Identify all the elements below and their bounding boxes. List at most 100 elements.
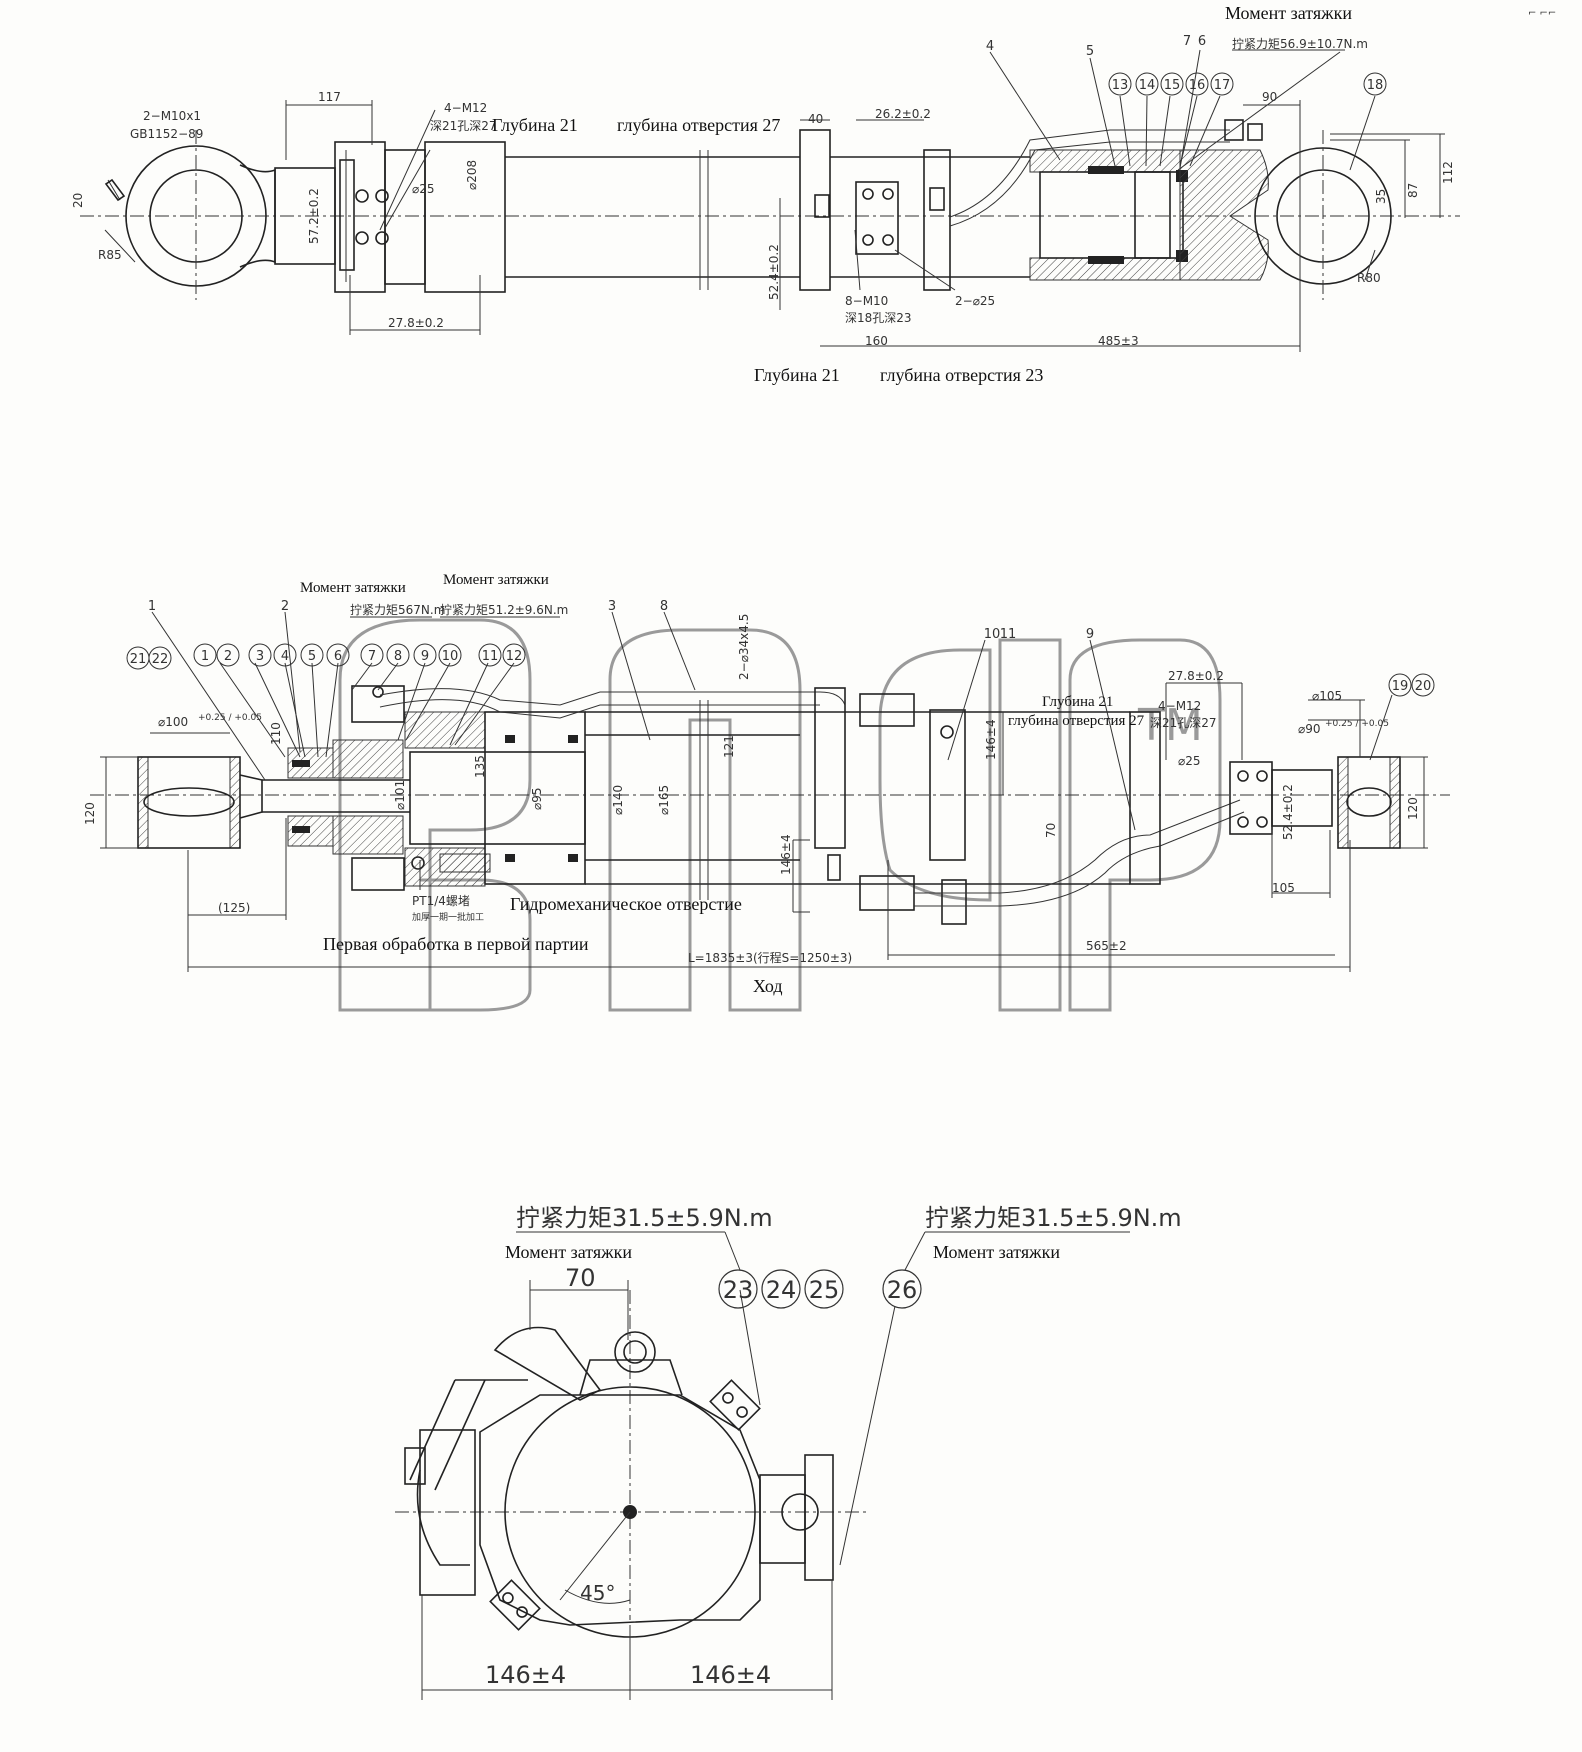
label-hole27-mid: глубина отверстия 27 [1008, 713, 1145, 729]
dim-565: 565±2 [1086, 939, 1127, 953]
dim-pt: PT1/4螺堵 [412, 894, 470, 908]
label-torque-top: Момент затяжки [1225, 3, 1352, 23]
watermark-tm: TM [1137, 700, 1203, 751]
dim-m10: 2−M10x1 [143, 109, 201, 123]
svg-text:12: 12 [506, 649, 523, 664]
dim-20: 20 [71, 193, 85, 208]
corner-mark: ⌐ ⌐⌐ [1528, 8, 1556, 19]
dim-torque-567: 拧紧力矩567N.m [350, 603, 445, 617]
label-torque-mid1: Момент затяжки [300, 580, 406, 596]
dim-m12-depth: 深21孔深27 [430, 119, 497, 133]
dim-27-8: 27.8±0.2 [388, 316, 444, 330]
bolt-group-top-left [339, 150, 389, 282]
bubble-3: 3 [248, 643, 272, 667]
dim-width-2: 146±4 [690, 1661, 771, 1689]
label-depth21-top2: Глубина 21 [754, 365, 840, 385]
svg-text:5: 5 [308, 649, 316, 664]
bubble-20: 20 [1411, 673, 1435, 697]
dim-d25: ⌀25 [412, 182, 435, 196]
dim-m10-b-depth: 深18孔深23 [845, 311, 912, 325]
leader-5: 5 [1086, 44, 1094, 59]
pipe-clamp-2 [923, 149, 951, 291]
dim-2x25: 2−⌀25 [955, 294, 995, 308]
leader-mid-1: 1 [148, 599, 156, 614]
dim-r85: R85 [98, 248, 122, 262]
dim-70-mid: 70 [1044, 823, 1058, 838]
svg-text:6: 6 [334, 649, 342, 664]
svg-text:11: 11 [482, 649, 499, 664]
bubble-5: 5 [300, 643, 324, 667]
dim-52-4: 52.4±0.2 [767, 244, 781, 300]
bubble-24: 24 [761, 1269, 801, 1309]
svg-text:16: 16 [1189, 78, 1206, 93]
label-depth21-top: Глубина 21 [492, 115, 578, 135]
dim-width-1: 146±4 [485, 1661, 566, 1689]
dim-pt2: 加厚一期一批加工 [412, 911, 484, 923]
dim-gb: GB1152−89 [130, 127, 203, 141]
dim-485: 485±3 [1098, 334, 1139, 348]
svg-text:21: 21 [130, 652, 147, 667]
leader-mid-11: 11 [1000, 627, 1017, 642]
dim-m12-mid: 4−M12 [1158, 699, 1201, 713]
leader-mid-10: 10 [984, 627, 1001, 642]
dim-d140: ⌀140 [611, 785, 625, 815]
bubble-25: 25 [804, 1269, 844, 1309]
dim-146-b: 146±4 [779, 834, 793, 875]
dim-40: 40 [808, 112, 823, 126]
watermark-logo: TM [338, 618, 1222, 1012]
bubble-2: 2 [216, 643, 240, 667]
bubble-21: 21 [126, 646, 150, 670]
svg-text:1: 1 [201, 649, 209, 664]
dim-torque-top: 拧紧力矩56.9±10.7N.m [1232, 37, 1368, 51]
block-top [855, 181, 899, 255]
dim-torque-bottom-b: 拧紧力矩31.5±5.9N.m [925, 1204, 1182, 1232]
svg-text:10: 10 [442, 649, 459, 664]
dim-d208: ⌀208 [465, 160, 479, 190]
dim-52-4-mid: 52.4±0.2 [1281, 784, 1295, 840]
svg-text:15: 15 [1164, 78, 1181, 93]
dim-125: (125) [218, 901, 250, 915]
svg-text:13: 13 [1112, 78, 1129, 93]
dim-120-right: 120 [1406, 797, 1420, 820]
dim-tol100: +0.25 / +0.05 [198, 713, 262, 723]
dim-d105: ⌀105 [1312, 689, 1342, 703]
leader-7: 7 [1183, 34, 1191, 49]
dim-45: 45° [580, 1581, 615, 1605]
dim-105-mid: 105 [1272, 881, 1295, 895]
bubble-11: 11 [478, 643, 502, 667]
bubble-7: 7 [360, 643, 384, 667]
bubble-18: 18 [1363, 72, 1387, 96]
leader-mid-9: 9 [1086, 627, 1094, 642]
svg-text:25: 25 [809, 1276, 840, 1304]
dim-35: 35 [1374, 189, 1388, 204]
dim-torque-bottom-a: 拧紧力矩31.5±5.9N.m [516, 1204, 773, 1232]
bubble-23: 23 [718, 1269, 758, 1309]
dim-57: 57.2±0.2 [307, 188, 321, 244]
bubble-22: 22 [148, 646, 172, 670]
dim-146-a: 146±4 [984, 719, 998, 760]
svg-text:2: 2 [224, 649, 232, 664]
label-torque-bottom-a: Момент затяжки [505, 1242, 632, 1262]
label-hole23: глубина отверстия 23 [880, 365, 1043, 385]
dim-L: L=1835±3(行程S=1250±3) [688, 950, 852, 965]
bubble-19: 19 [1388, 673, 1412, 697]
dim-d90: ⌀90 [1298, 722, 1321, 736]
dim-70-bottom: 70 [565, 1264, 596, 1292]
dim-26-2: 26.2±0.2 [875, 107, 931, 121]
dim-160: 160 [865, 334, 888, 348]
label-hydromech: Гидромеханическое отверстие [510, 894, 742, 914]
bubble-10: 10 [438, 643, 462, 667]
bubble-16: 16 [1185, 72, 1209, 96]
bottom-view: 拧紧力矩31.5±5.9N.m 拧紧力矩31.5±5.9N.m 70 45° 1… [395, 1204, 1182, 1700]
svg-text:26: 26 [887, 1276, 918, 1304]
svg-text:4: 4 [281, 649, 289, 664]
dim-117: 117 [318, 90, 341, 104]
dim-27-8-mid: 27.8±0.2 [1168, 669, 1224, 683]
bubble-8: 8 [386, 643, 410, 667]
leader-mid-3: 3 [608, 599, 616, 614]
bubble-1: 1 [193, 643, 217, 667]
label-first-processing: Первая обработка в первой партии [323, 934, 589, 954]
dim-pipe: 2−⌀34x4.5 [737, 614, 751, 680]
russian-annotations: Момент затяжки Глубина 21 глубина отверс… [300, 3, 1556, 1262]
